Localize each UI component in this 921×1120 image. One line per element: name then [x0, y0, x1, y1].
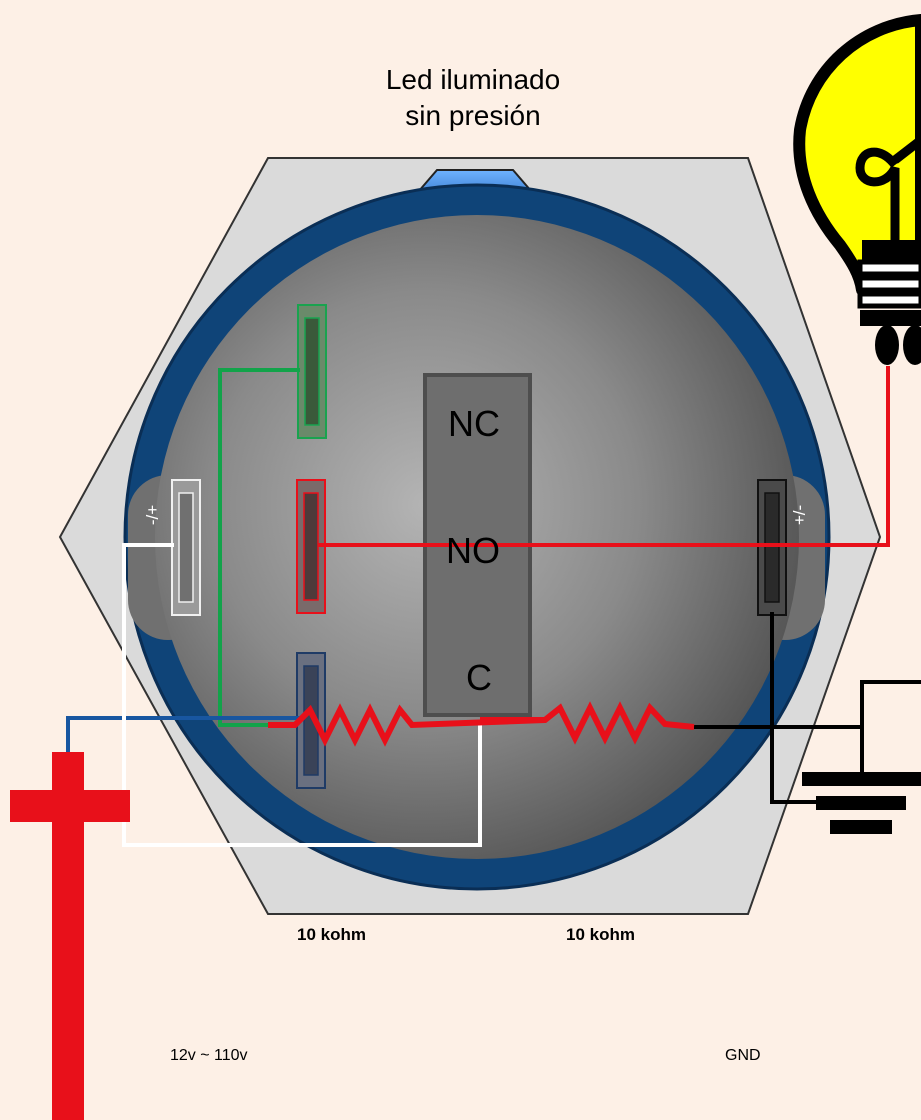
pin-green — [297, 304, 327, 439]
terminal-c-label: C — [466, 657, 492, 698]
resistor-1-label: 10 kohm — [297, 925, 366, 944]
title-line-1: Led iluminado — [385, 64, 561, 95]
wire-green — [218, 368, 300, 727]
title-line-2: sin presión — [405, 100, 541, 131]
resistor-1 — [268, 703, 546, 747]
voltage-label: 12v ~ 110v — [170, 1047, 248, 1064]
resistor-2-label: 10 kohm — [566, 925, 635, 944]
resistor-2 — [480, 701, 695, 745]
wire-red — [318, 366, 890, 547]
polarity-right-label: +/- — [790, 504, 810, 526]
plus-icon — [10, 752, 130, 1120]
wire-black-bulb — [860, 680, 921, 772]
wire-white — [122, 543, 482, 847]
light-bulb-icon — [793, 14, 921, 365]
polarity-left-label: -/+ — [143, 504, 163, 526]
pin-white — [171, 479, 201, 616]
ground-icon — [802, 772, 921, 834]
wire-blue — [66, 716, 300, 752]
terminal-no-label: NO — [446, 530, 500, 571]
terminal-nc-label: NC — [448, 403, 500, 444]
ground-label: GND — [725, 1047, 761, 1064]
pin-black — [757, 479, 787, 616]
